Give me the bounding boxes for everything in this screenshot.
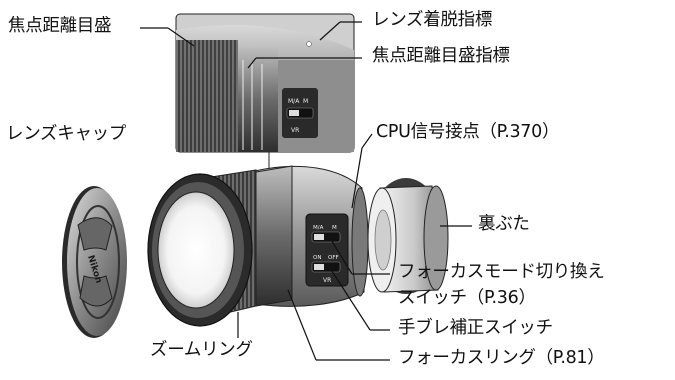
lens-body-graphic: M/A M ON OFF VR [147, 165, 369, 327]
label-rear-cap: 裏ぶた [478, 214, 530, 234]
leader-lines [140, 21, 472, 361]
label-lens-mount-index: レンズ着脱指標 [372, 10, 493, 30]
lens-cap-graphic: Nikon [62, 186, 127, 338]
switch-mark-vr: VR [291, 127, 299, 134]
label-lens-cap: レンズキャップ [6, 124, 127, 144]
label-focus-mode-switch-line2: スイッチ（P.36） [398, 288, 536, 308]
panel-mark-ma: M/A [313, 225, 324, 231]
panel-mark-off: OFF [328, 255, 339, 261]
label-focus-ring: フォーカスリング（P.81） [398, 348, 605, 368]
label-focus-distance-scale: 焦点距離目盛 [8, 16, 112, 36]
label-focus-mode-switch-line1: フォーカスモード切り換え [398, 262, 605, 282]
inset-closeup: M/A M VR [175, 13, 355, 153]
label-vr-switch: 手ブレ補正スイッチ [398, 318, 553, 338]
switch-mark-ma: M/A [288, 98, 300, 105]
label-zoom-ring: ズームリング [150, 340, 253, 360]
panel-mark-on: ON [313, 255, 321, 261]
switch-mark-m: M [303, 98, 308, 105]
panel-mark-m: M [332, 225, 337, 231]
panel-mark-vr: VR [323, 277, 331, 284]
label-focus-distance-index: 焦点距離目盛指標 [372, 46, 510, 66]
rear-cap-graphic [367, 178, 449, 294]
label-cpu-contacts: CPU信号接点（P.370） [376, 122, 560, 142]
